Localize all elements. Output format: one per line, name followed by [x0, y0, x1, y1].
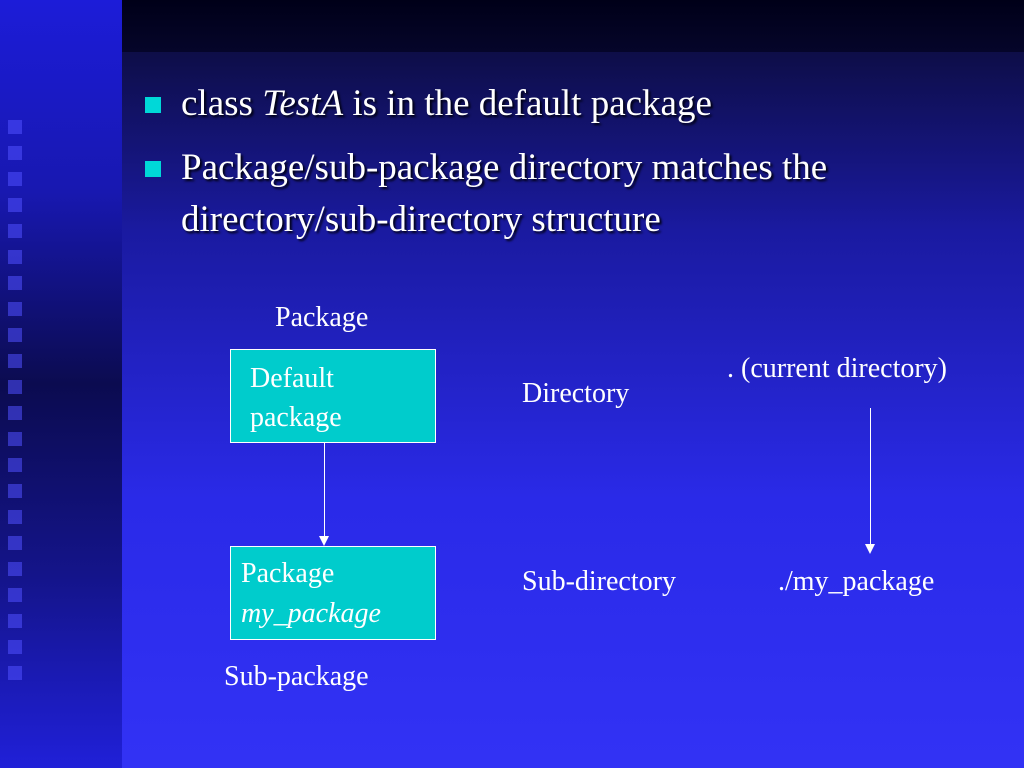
directory-label: Directory	[522, 378, 630, 409]
bullet-1-suffix: is in the default package	[343, 83, 712, 124]
directory-arrow-line	[870, 408, 871, 546]
bullet-2-line-1: Package/sub-package directory matches th…	[181, 147, 828, 188]
default-package-box: Default package	[230, 349, 436, 443]
my-package-box: Package my_package	[230, 546, 436, 640]
top-band	[0, 0, 1024, 52]
bullet-list: class TestA is in the default package Pa…	[145, 78, 1005, 258]
package-arrow-line	[324, 443, 325, 538]
package-heading: Package	[275, 302, 369, 333]
my-package-path: ./my_package	[778, 566, 935, 597]
bullet-1-class-name: TestA	[262, 83, 344, 124]
subpackage-label: Sub-package	[224, 661, 369, 692]
default-box-line-1: Default	[250, 363, 334, 394]
square-bullet-icon	[145, 161, 161, 177]
down-arrow-icon	[865, 544, 875, 554]
square-bullet-icon	[145, 97, 161, 113]
bullet-1-prefix: class	[181, 83, 263, 124]
decor-squares	[8, 120, 28, 692]
bullet-item-1: class TestA is in the default package	[145, 78, 1005, 130]
default-box-line-2: package	[250, 402, 342, 433]
package-box-line-2: my_package	[241, 598, 381, 629]
subdirectory-label: Sub-directory	[522, 566, 676, 597]
current-directory-label: . (current directory)	[727, 353, 947, 384]
bullet-item-2: Package/sub-package directory matches th…	[145, 142, 1005, 246]
left-decor-strip	[0, 0, 122, 768]
down-arrow-icon	[319, 536, 329, 546]
bullet-2-line-2: directory/sub-directory structure	[181, 199, 661, 240]
package-box-line-1: Package	[241, 558, 335, 589]
